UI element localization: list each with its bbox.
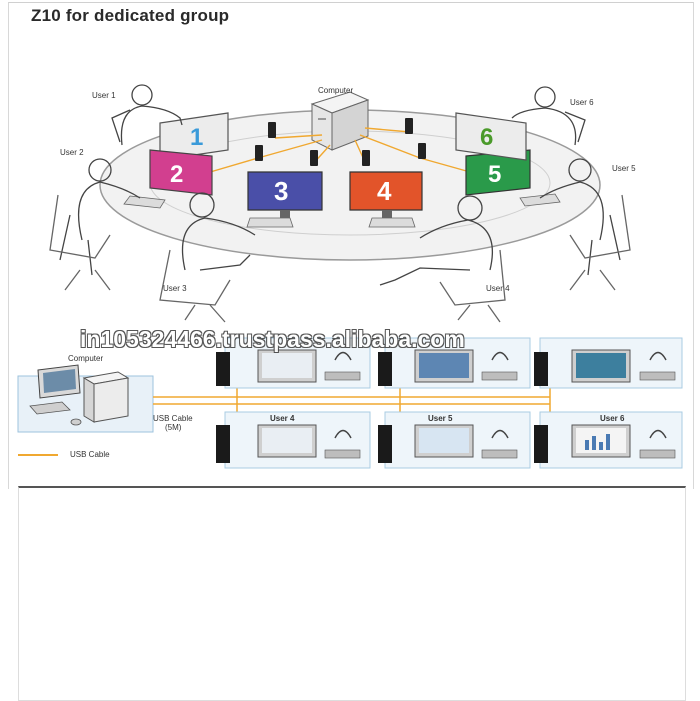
svg-text:3: 3 bbox=[274, 176, 288, 206]
svg-text:4: 4 bbox=[377, 176, 392, 206]
station-user-6-label: User 6 bbox=[600, 414, 625, 423]
person-user-4-icon bbox=[379, 195, 506, 323]
svg-text:2: 2 bbox=[170, 161, 183, 188]
person-user-2-icon bbox=[49, 158, 141, 291]
usb-cable-label: USB Cable bbox=[153, 414, 193, 423]
station-user-4-label: User 4 bbox=[270, 414, 295, 423]
watermark-text: in1053244​66.trustpass.alibaba.com bbox=[80, 326, 465, 352]
user-4-label: User 4 bbox=[486, 284, 510, 293]
person-user-1-icon bbox=[111, 84, 183, 146]
top-frame bbox=[8, 2, 694, 489]
monitor-6-icon: 6 bbox=[455, 112, 527, 161]
monitor-3-icon: 3 bbox=[247, 171, 323, 218]
usb-cable-legend-line bbox=[18, 454, 58, 456]
usb-cable-length: (5M) bbox=[165, 423, 182, 432]
monitor-4-icon: 4 bbox=[349, 171, 423, 218]
docking-unit-icon bbox=[255, 118, 426, 166]
svg-text:5: 5 bbox=[488, 161, 501, 188]
user-2-label: User 2 bbox=[60, 148, 84, 157]
station-user-5-label: User 5 bbox=[428, 414, 453, 423]
computer-label-top: Computer bbox=[318, 86, 354, 95]
computer-tower-icon bbox=[310, 91, 370, 151]
person-user-3-icon bbox=[159, 192, 256, 323]
station-peripherals bbox=[324, 371, 676, 459]
desktop-computer-icon bbox=[29, 364, 130, 426]
user-1-label: User 1 bbox=[92, 91, 116, 100]
monitor-2-icon: 2 bbox=[149, 149, 213, 196]
page-title: Z10 for dedicated group bbox=[31, 6, 230, 25]
svg-text:6: 6 bbox=[480, 124, 493, 151]
station-hardware bbox=[216, 349, 631, 463]
monitor-1-icon: 1 bbox=[159, 112, 229, 161]
headset-icon bbox=[334, 351, 667, 439]
keyboard-icon bbox=[123, 193, 561, 228]
user-3-label: User 3 bbox=[163, 284, 187, 293]
user-5-label: User 5 bbox=[612, 164, 636, 173]
computer-label-bottom: Computer bbox=[68, 354, 104, 363]
user-6-label: User 6 bbox=[570, 98, 594, 107]
monitor-1-number: 1 bbox=[190, 124, 203, 151]
person-user-6-icon bbox=[511, 86, 586, 146]
person-user-5-icon bbox=[539, 158, 631, 291]
station-box-row2 bbox=[224, 411, 683, 469]
usb-cable-legend-label: USB Cable bbox=[70, 450, 110, 459]
